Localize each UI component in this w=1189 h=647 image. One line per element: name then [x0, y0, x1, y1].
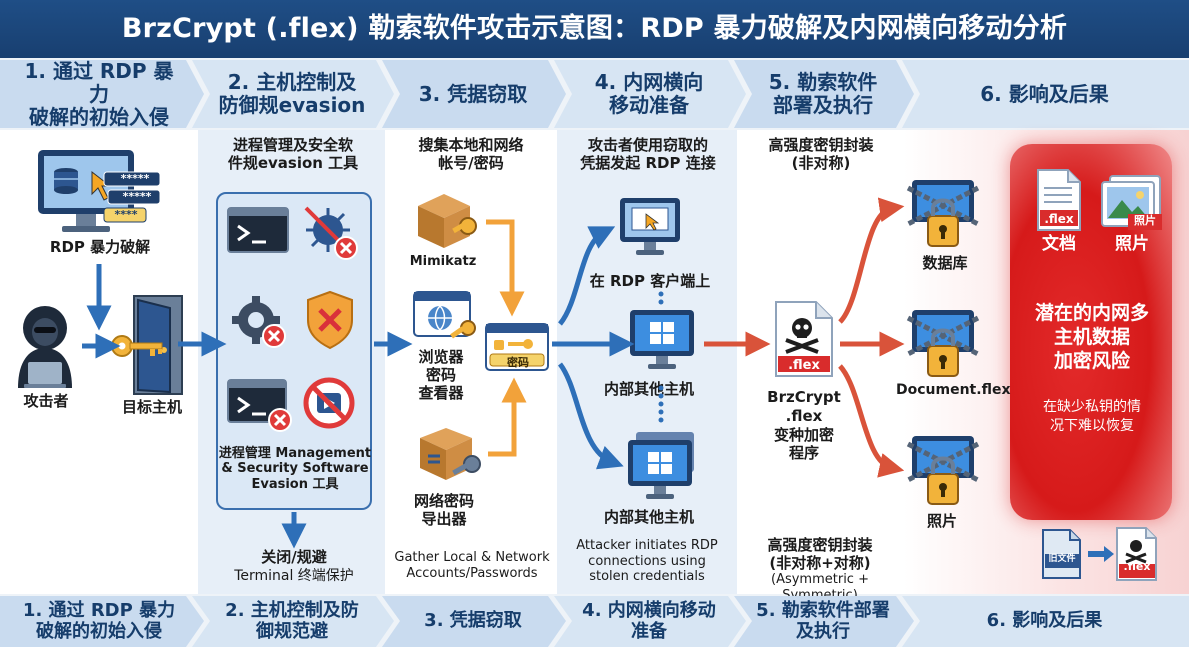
- network-exporter-label: 网络密码 导出器: [413, 492, 474, 528]
- stage-top-2: 2. 主机控制及 防御规evasion: [218, 70, 366, 117]
- stage-top-4: 4. 内网横向 移动准备: [594, 70, 704, 117]
- stage2-heading: 进程管理及安全软 件规evasion 工具: [227, 136, 359, 172]
- encrypted-file-label: .flex: [1123, 560, 1151, 573]
- brute-force-monitor-icon: [38, 150, 161, 232]
- photo-label: 照片: [1115, 234, 1149, 254]
- ransomware-file-icon: [775, 301, 833, 377]
- encrypted-file-icon: [1116, 527, 1157, 581]
- document-flex-label: Document.flex: [896, 382, 1011, 398]
- tool-caption: 进程管理 Management & Security Software Evas…: [218, 446, 372, 492]
- convert-arrow-icon: [1088, 546, 1114, 562]
- top-strip-shapes: [0, 60, 1189, 128]
- stage-top-3: 3. 凭据窃取: [418, 81, 528, 106]
- stage-top-5: 5. 勒索软件 部署及执行: [768, 70, 878, 117]
- internal-host-label-2: 内部其他主机: [603, 508, 694, 526]
- old-file-label: 旧文件: [1048, 554, 1076, 564]
- stage4-heading: 攻击者使用窃取的 凭据发起 RDP 连接: [580, 136, 716, 172]
- chevron-bg-2: [192, 60, 394, 128]
- target-host-label: 目标主机: [121, 398, 182, 416]
- stage-bottom-3: 3. 凭据窃取: [424, 610, 522, 632]
- arrow-mimikatz-to-pw: [486, 219, 525, 317]
- old-file-icon: [1042, 529, 1081, 579]
- mimikatz-label: Mimikatz: [409, 254, 477, 269]
- arrow-network-to-pw: [488, 377, 527, 457]
- arrow-to-internal-2: [557, 362, 624, 470]
- chevron-bg-4: [554, 60, 746, 128]
- terminal-icon-1: [227, 207, 289, 253]
- internal-host-monitor-1: [630, 310, 694, 369]
- photos-label: 照片: [926, 512, 957, 530]
- chevron-bg-6: [902, 60, 1189, 128]
- attacker-label: 攻击者: [23, 392, 69, 410]
- chevron-bottom-bg-3: [382, 596, 566, 647]
- mimikatz-box-icon: [418, 194, 477, 248]
- stage-strip-bottom: 1. 通过 RDP 暴力 破解的初始入侵 2. 主机控制及防 御规范避 3. 凭…: [0, 596, 1189, 647]
- stage2-footer: 关闭/规避: [261, 548, 327, 566]
- shield-x-icon: [307, 290, 353, 350]
- stage-top-1: 1. 通过 RDP 暴力 破解的初始入侵: [24, 58, 174, 129]
- pw-row-2: *****: [122, 190, 152, 203]
- stage-bottom-1: 1. 通过 RDP 暴力 破解的初始入侵: [22, 599, 176, 642]
- stage5-footer: 高强度密钥封装 (非对称+对称): [767, 536, 873, 572]
- database-label: 数据库: [922, 254, 968, 272]
- password-panel-icon: [485, 323, 549, 371]
- arrow-to-rdp-client: [557, 226, 616, 326]
- stage-bottom-5: 5. 勒索软件部署 及执行: [756, 599, 890, 642]
- page-title: BrzCrypt (.flex) 勒索软件攻击示意图：RDP 暴力破解及内网横向…: [0, 0, 1189, 58]
- locked-database-icon: [906, 180, 980, 247]
- stage-strip-top: 1. 通过 RDP 暴力 破解的初始入侵 2. 主机控制及 防御规evasion…: [0, 58, 1189, 129]
- password-tag: 密码: [507, 356, 529, 369]
- rdp-client-label: 在 RDP 客户端上: [589, 272, 711, 290]
- stage3-footer: Gather Local & Network Accounts/Password…: [394, 550, 550, 581]
- internal-host-monitor-2: [628, 432, 694, 499]
- chevron-bg-5: [734, 60, 914, 128]
- stage-top-6: 6. 影响及后果: [980, 81, 1109, 106]
- pw-row-1: *****: [120, 172, 150, 185]
- attacker-icon: [18, 306, 72, 388]
- photo-file-icon: [1101, 175, 1162, 230]
- terminal-blocked-icon: [227, 379, 292, 432]
- document-file-icon: [1037, 169, 1081, 231]
- locked-photos-icon: [906, 436, 980, 505]
- chevron-bottom-bg-2: [192, 596, 394, 647]
- stage3-heading: 搜集本地和网络 帐号/密码: [418, 136, 524, 172]
- ransomware-variant-label: BrzCrypt .flex 变种加密 程序: [767, 388, 841, 463]
- stage-bottom-2: 2. 主机控制及防 御规范避: [225, 599, 359, 642]
- chevron-bottom-bg-6: [902, 596, 1189, 647]
- browser-viewer-label: 浏览器 密码 查看器: [418, 348, 464, 402]
- prohibited-tool-icon: [303, 377, 355, 429]
- chevron-bg-1: [0, 60, 204, 128]
- browser-key-icon: [413, 291, 476, 339]
- stage4-footer: Attacker initiates RDP connections using…: [576, 538, 718, 585]
- blocked-virus-icon: [304, 206, 358, 260]
- chevron-bottom-bg-5: [734, 596, 914, 647]
- bottom-strip-shapes: [0, 596, 1189, 647]
- chevron-bottom-bg-1: [0, 596, 204, 647]
- stage-bottom-6: 6. 影响及后果: [986, 610, 1103, 632]
- locked-document-icon: [906, 310, 980, 377]
- arrow-to-database: [838, 197, 905, 324]
- lateral-dotted-links: [658, 291, 664, 423]
- document-label: 文档: [1042, 234, 1076, 254]
- photo-tag: 照片: [1134, 214, 1156, 227]
- stage2-footer-sub: Terminal 终端保护: [234, 568, 354, 584]
- network-box-key-icon: [420, 428, 481, 480]
- arrow-to-photos: [838, 364, 905, 478]
- stage-bottom-4: 4. 内网横向移动 准备: [582, 599, 716, 642]
- chevron-bg-3: [382, 60, 566, 128]
- risk-subtext: 在缺少私钥的情 况下难以恢复: [1043, 399, 1141, 434]
- gear-blocked-icon: [232, 296, 286, 348]
- ransomware-file-ext: .flex: [788, 358, 820, 373]
- brute-force-label: RDP 暴力破解: [49, 238, 151, 256]
- pw-row-3: ****: [114, 208, 138, 221]
- chevron-bottom-bg-4: [554, 596, 746, 647]
- stage5-heading: 高强度密钥封装 (非对称): [768, 136, 874, 172]
- rdp-client-monitor-icon: [620, 198, 680, 255]
- risk-headline: 潜在的内网多 主机数据 加密风险: [1034, 302, 1149, 372]
- document-flex-tag: .flex: [1044, 212, 1074, 226]
- internal-host-label-1: 内部其他主机: [603, 380, 694, 398]
